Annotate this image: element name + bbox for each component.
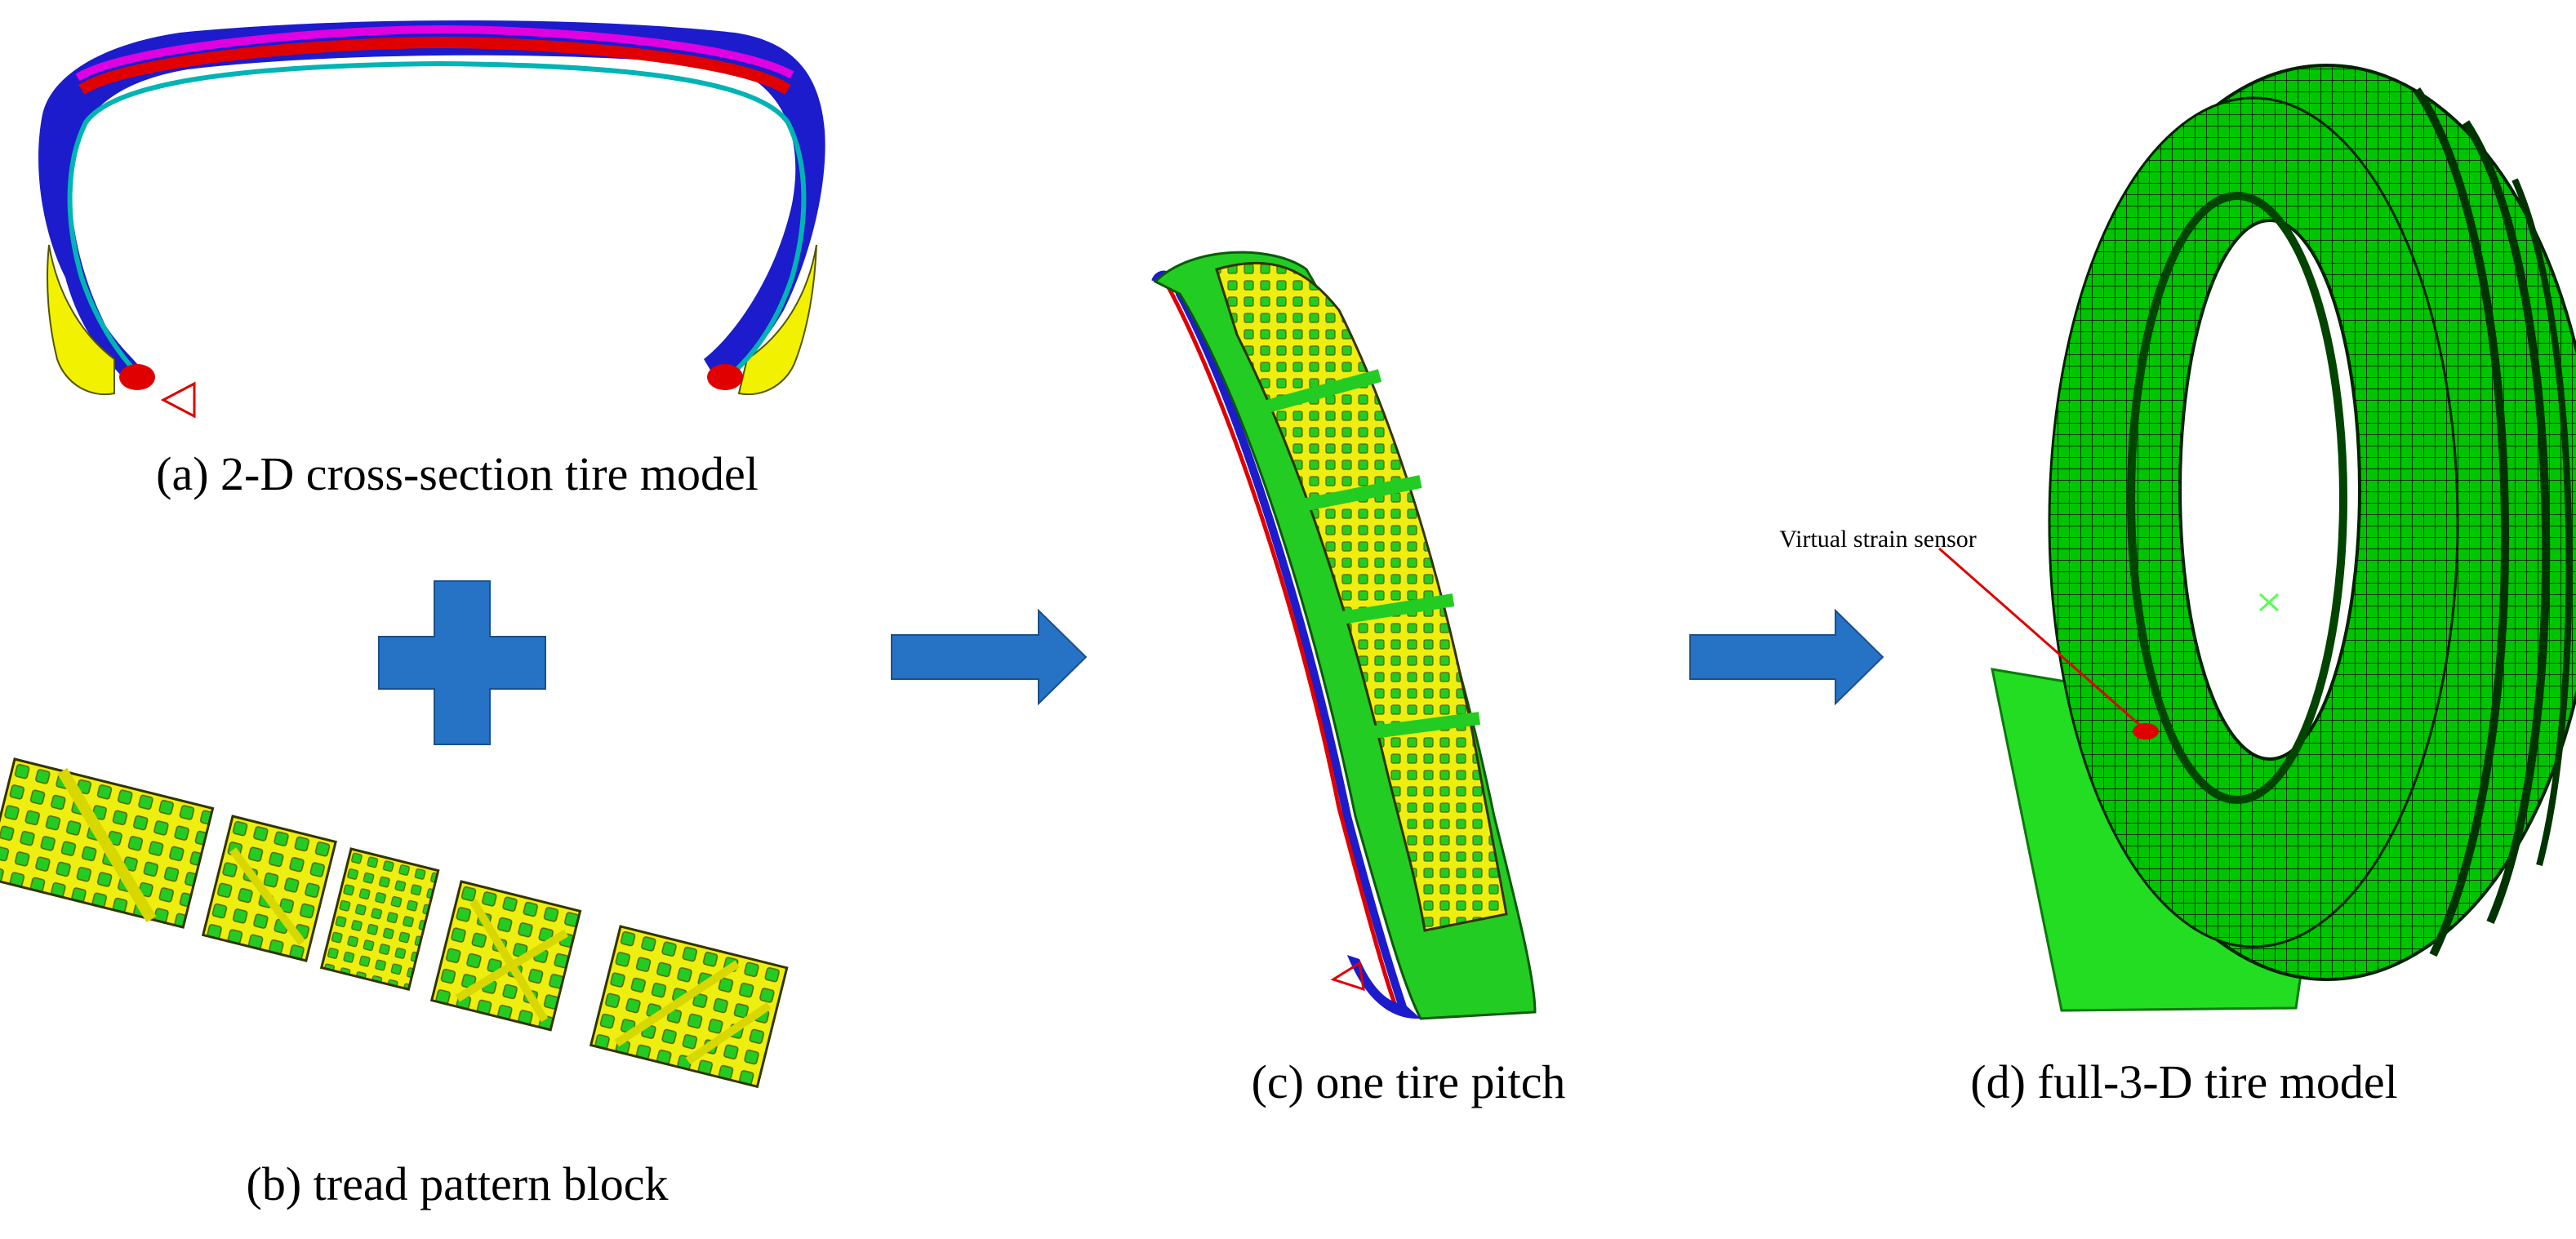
tire-pitch-model [1151,251,1537,1020]
strain-sensor [2133,723,2159,739]
sensor-leader-line [1938,547,2144,730]
bead-core-right [707,364,743,390]
pitch-tread [1215,261,1508,932]
axis-marker [2258,593,2280,612]
caption-c: (c) one tire pitch [1252,1055,1566,1108]
pitch-liner-red [1165,284,1400,1013]
pitch-groove-2 [1297,475,1422,513]
plus-icon [378,580,546,745]
cap-ply-layer [75,24,794,82]
full-3d-tire-model [1938,64,2576,1012]
bead-core-left [119,364,155,390]
bead-filler-right [737,244,817,396]
caption-d: (d) full-3-D tire model [1970,1055,2397,1108]
rim-edge [2127,192,2347,804]
bead-filler-left [47,244,115,396]
sensor-label: Virtual strain sensor [1779,526,1976,553]
inner-liner [67,60,807,384]
tread-groove-3 [2511,178,2573,867]
triangle-marker-icon [160,381,196,419]
caption-a: (a) 2-D cross-section tire model [156,447,759,500]
pitch-groove-1 [1259,369,1382,415]
tread-block-4 [429,880,582,1032]
sidewall-layer [38,20,825,384]
tread-groove-2 [2462,120,2551,924]
pitch-groove-4 [1354,712,1481,741]
triangle-marker-icon [1330,961,1365,992]
caption-b: (b) tread pattern block [247,1157,669,1210]
tread-pattern-blocks [0,757,789,1089]
tread-groove-1 [2413,87,2510,957]
right-arrow-icon [891,608,1088,706]
belt-layer [78,36,791,95]
right-arrow-icon [1689,608,1884,706]
pitch-bead-end [1347,955,1421,1019]
tread-block-5 [589,925,789,1089]
tread-block-2 [201,815,337,962]
tread-block-1 [0,757,215,929]
cross-section-model [38,20,825,419]
pitch-groove-3 [1325,593,1455,627]
tread-block-3 [319,847,440,991]
rim-hole [2178,219,2361,761]
